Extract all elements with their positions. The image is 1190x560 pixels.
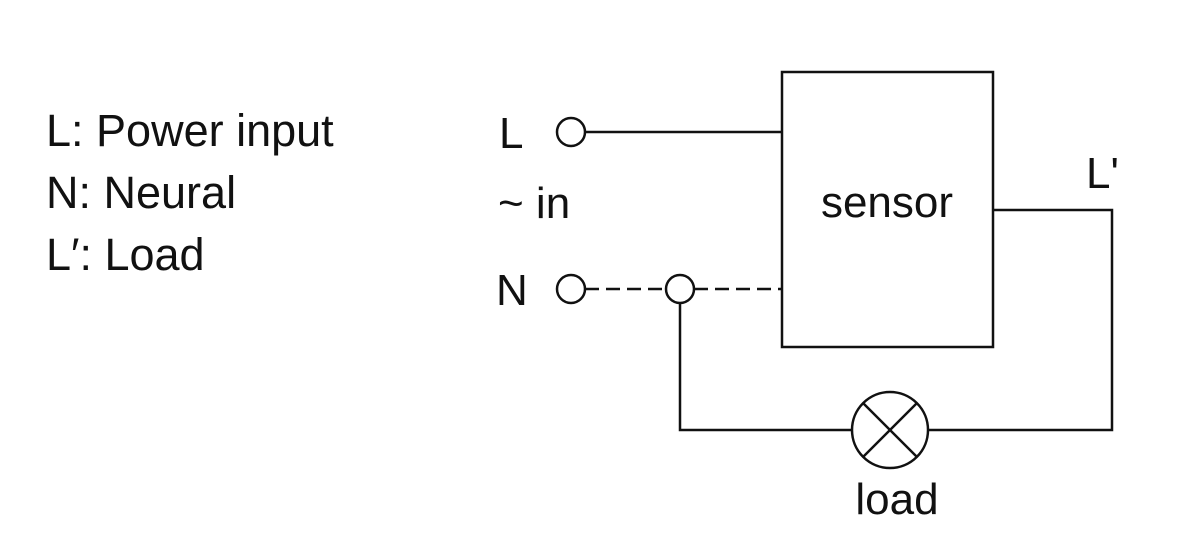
lamp-icon <box>850 390 930 470</box>
legend-item-line: L: Power input <box>46 105 334 156</box>
sensor-box <box>780 70 995 349</box>
wire-neutral-return <box>678 303 852 432</box>
terminal-l-label: L <box>499 109 523 158</box>
legend-item-neutral: N: Neural <box>46 167 237 218</box>
junction-n <box>664 273 696 305</box>
sensor-label: sensor <box>821 178 953 227</box>
load-label: load <box>855 475 938 524</box>
terminal-n-label: N <box>496 266 528 315</box>
legend-item-load: L′: Load <box>46 229 205 280</box>
output-label: L' <box>1086 149 1119 198</box>
terminal-l <box>555 116 587 148</box>
wire-output <box>928 208 1114 432</box>
terminal-n <box>555 273 587 305</box>
legend: L: Power input N: Neural L′: Load <box>46 100 334 286</box>
input-label: ~ in <box>498 179 570 228</box>
